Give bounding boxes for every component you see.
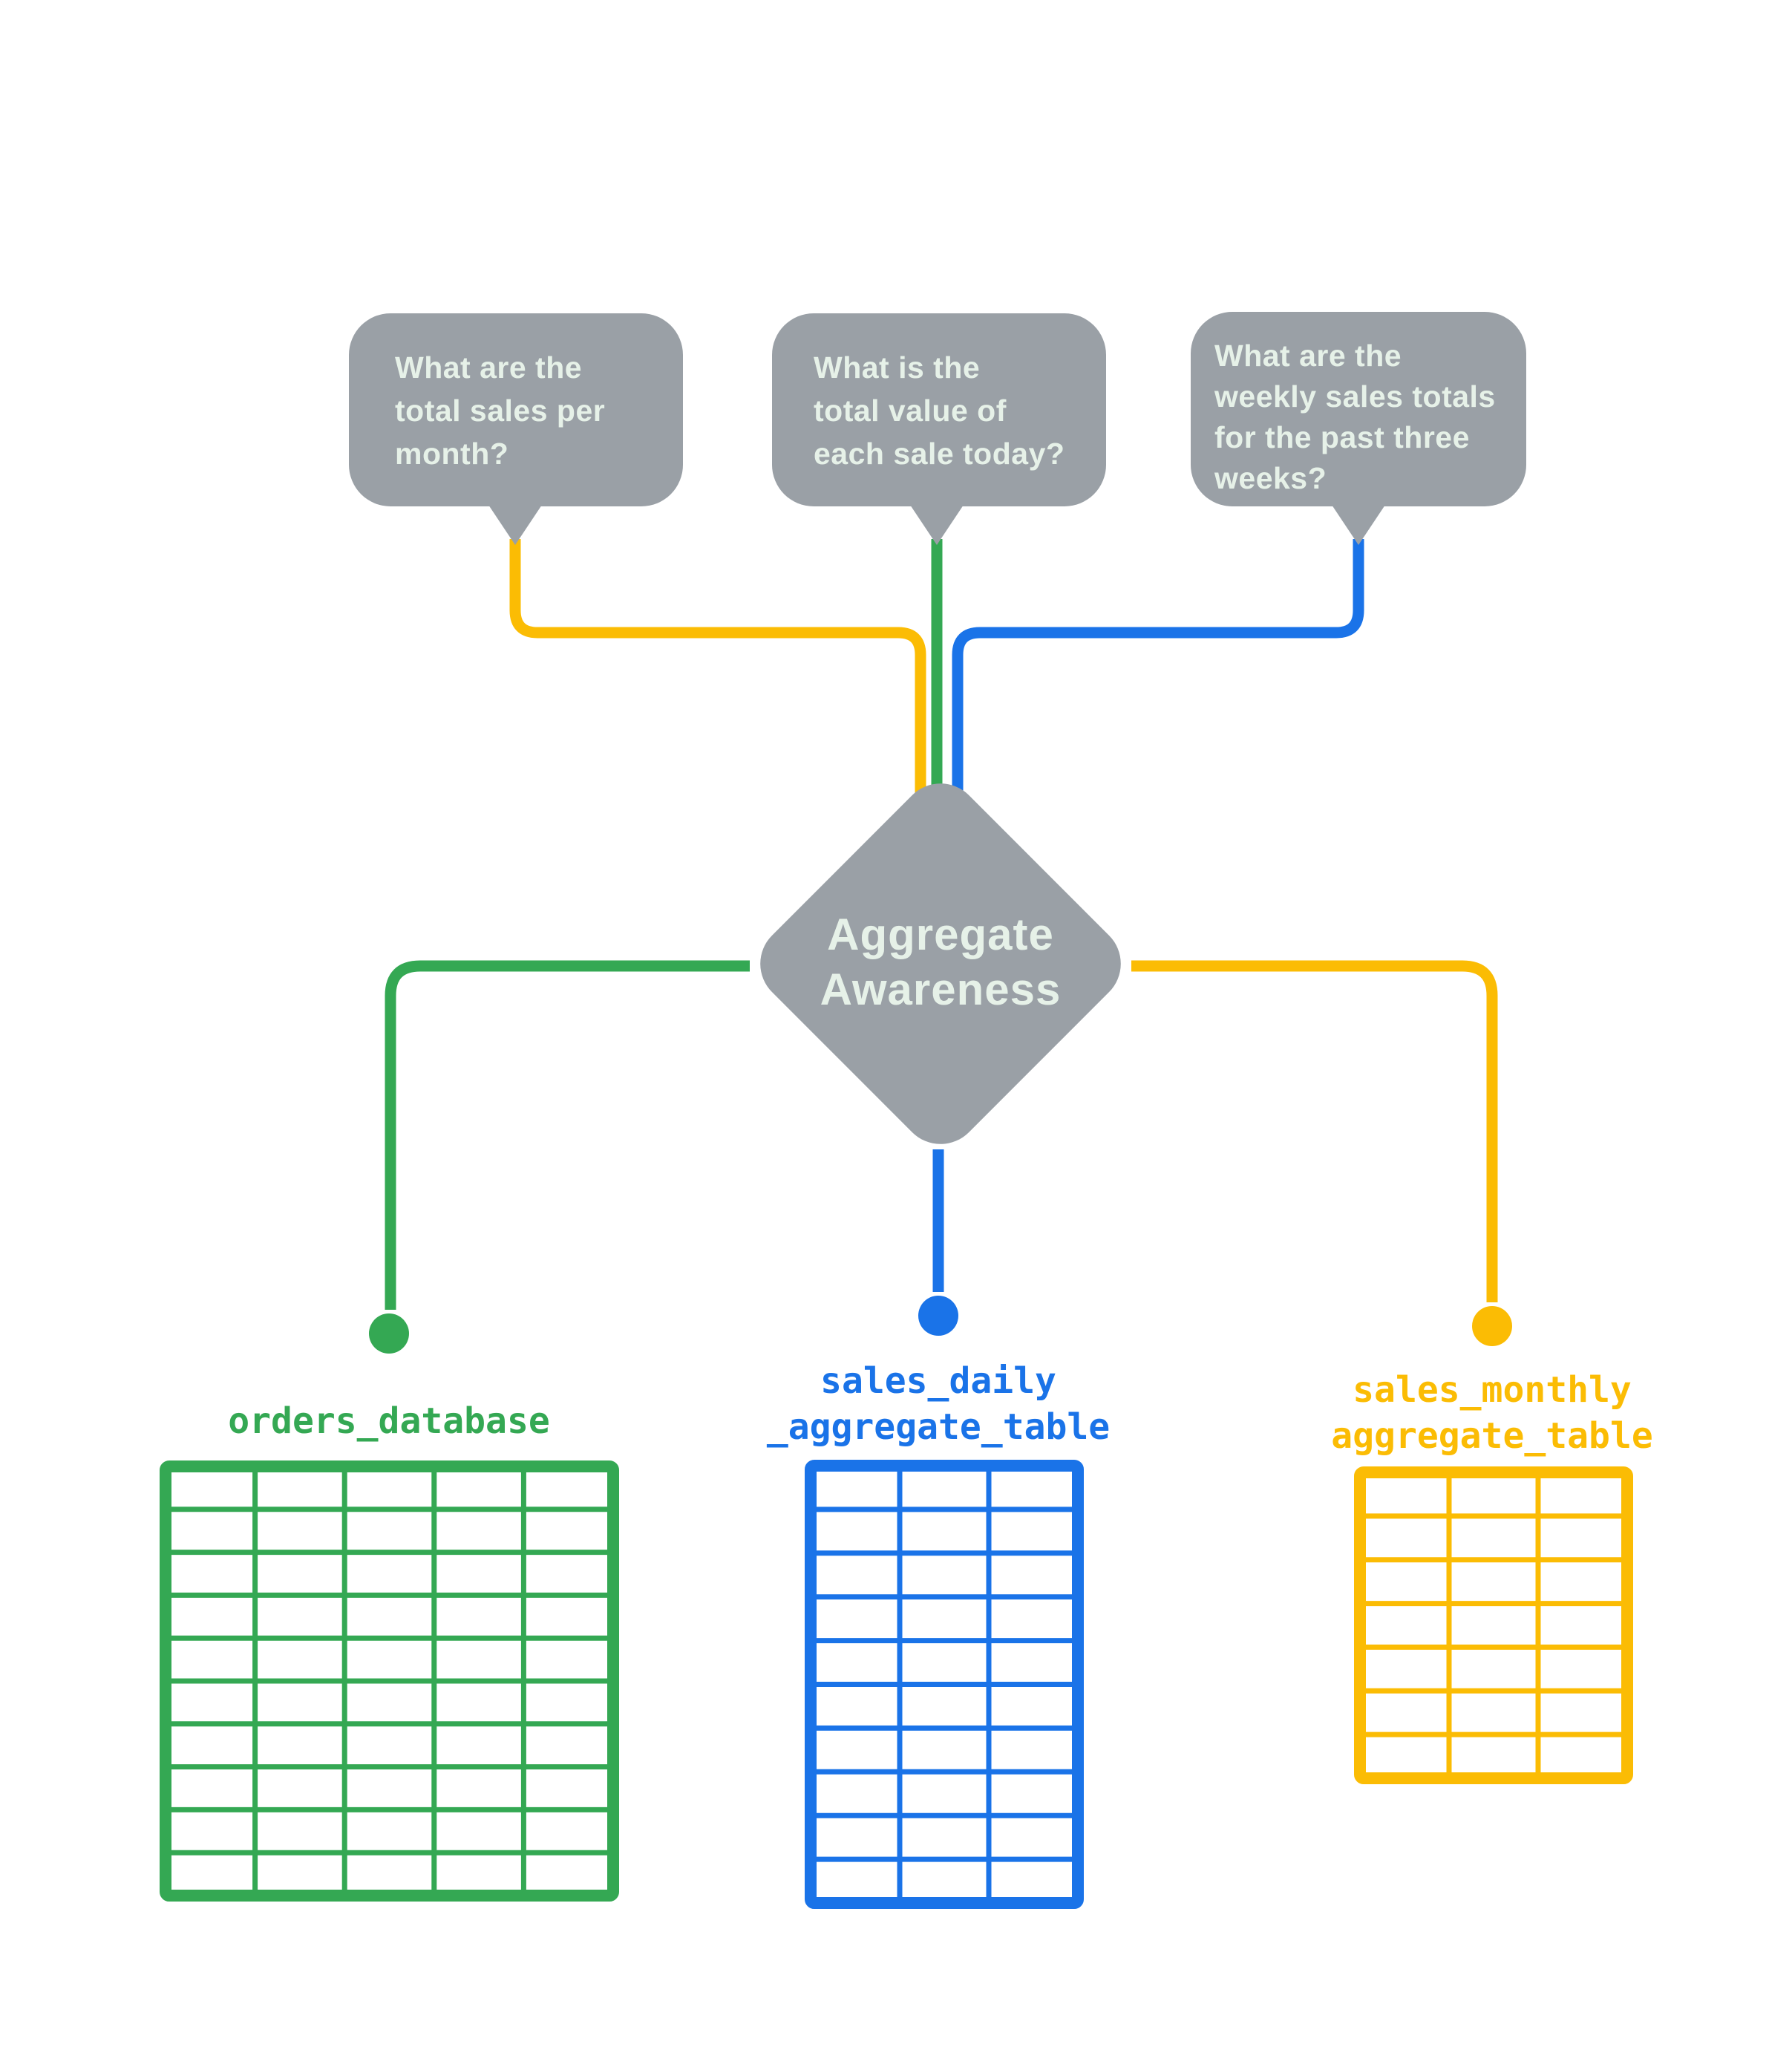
source-label-orders-database: orders_database <box>228 1400 550 1442</box>
endpoint-dot-orders-database <box>369 1313 409 1354</box>
source-label-sales-daily-aggregate-table: sales_daily _aggregate_table <box>766 1360 1111 1448</box>
connector-hub-to-sales-monthly-aggregate-table <box>1131 960 1498 1302</box>
question-bubble-sale-value-today: What is the total value of each sale tod… <box>772 313 1106 545</box>
source-table-orders-database <box>160 1460 619 1902</box>
question-bubble-text: What are the total sales per month? <box>395 350 606 471</box>
bubble-tail <box>910 505 964 545</box>
endpoint-dot-sales-monthly-aggregate-table <box>1472 1306 1512 1346</box>
question-bubble-text: What are the weekly sales totals for the… <box>1214 339 1496 495</box>
hub-diamond-label: Aggregate Awareness <box>820 910 1062 1014</box>
question-bubble-text: What is the total value of each sale tod… <box>814 350 1065 471</box>
question-bubble-monthly-sales: What are the total sales per month? <box>349 313 683 545</box>
bubble-tail <box>1332 505 1385 545</box>
connector-question-1-to-hub <box>509 539 926 802</box>
source-table-sales-daily-aggregate-table <box>805 1460 1084 1909</box>
hub-diamond <box>760 783 1121 1144</box>
endpoint-dot-sales-daily-aggregate-table <box>918 1296 958 1336</box>
bubble-tail <box>488 505 542 545</box>
source-table-sales-monthly-aggregate-table <box>1354 1466 1633 1784</box>
source-label-sales-monthly-aggregate-table: sales_monthly aggregate_table <box>1331 1369 1653 1457</box>
question-bubble-weekly-sales-totals: What are the weekly sales totals for the… <box>1191 312 1526 545</box>
connector-question-3-to-hub <box>952 539 1364 802</box>
connector-hub-to-orders-database <box>385 960 750 1310</box>
